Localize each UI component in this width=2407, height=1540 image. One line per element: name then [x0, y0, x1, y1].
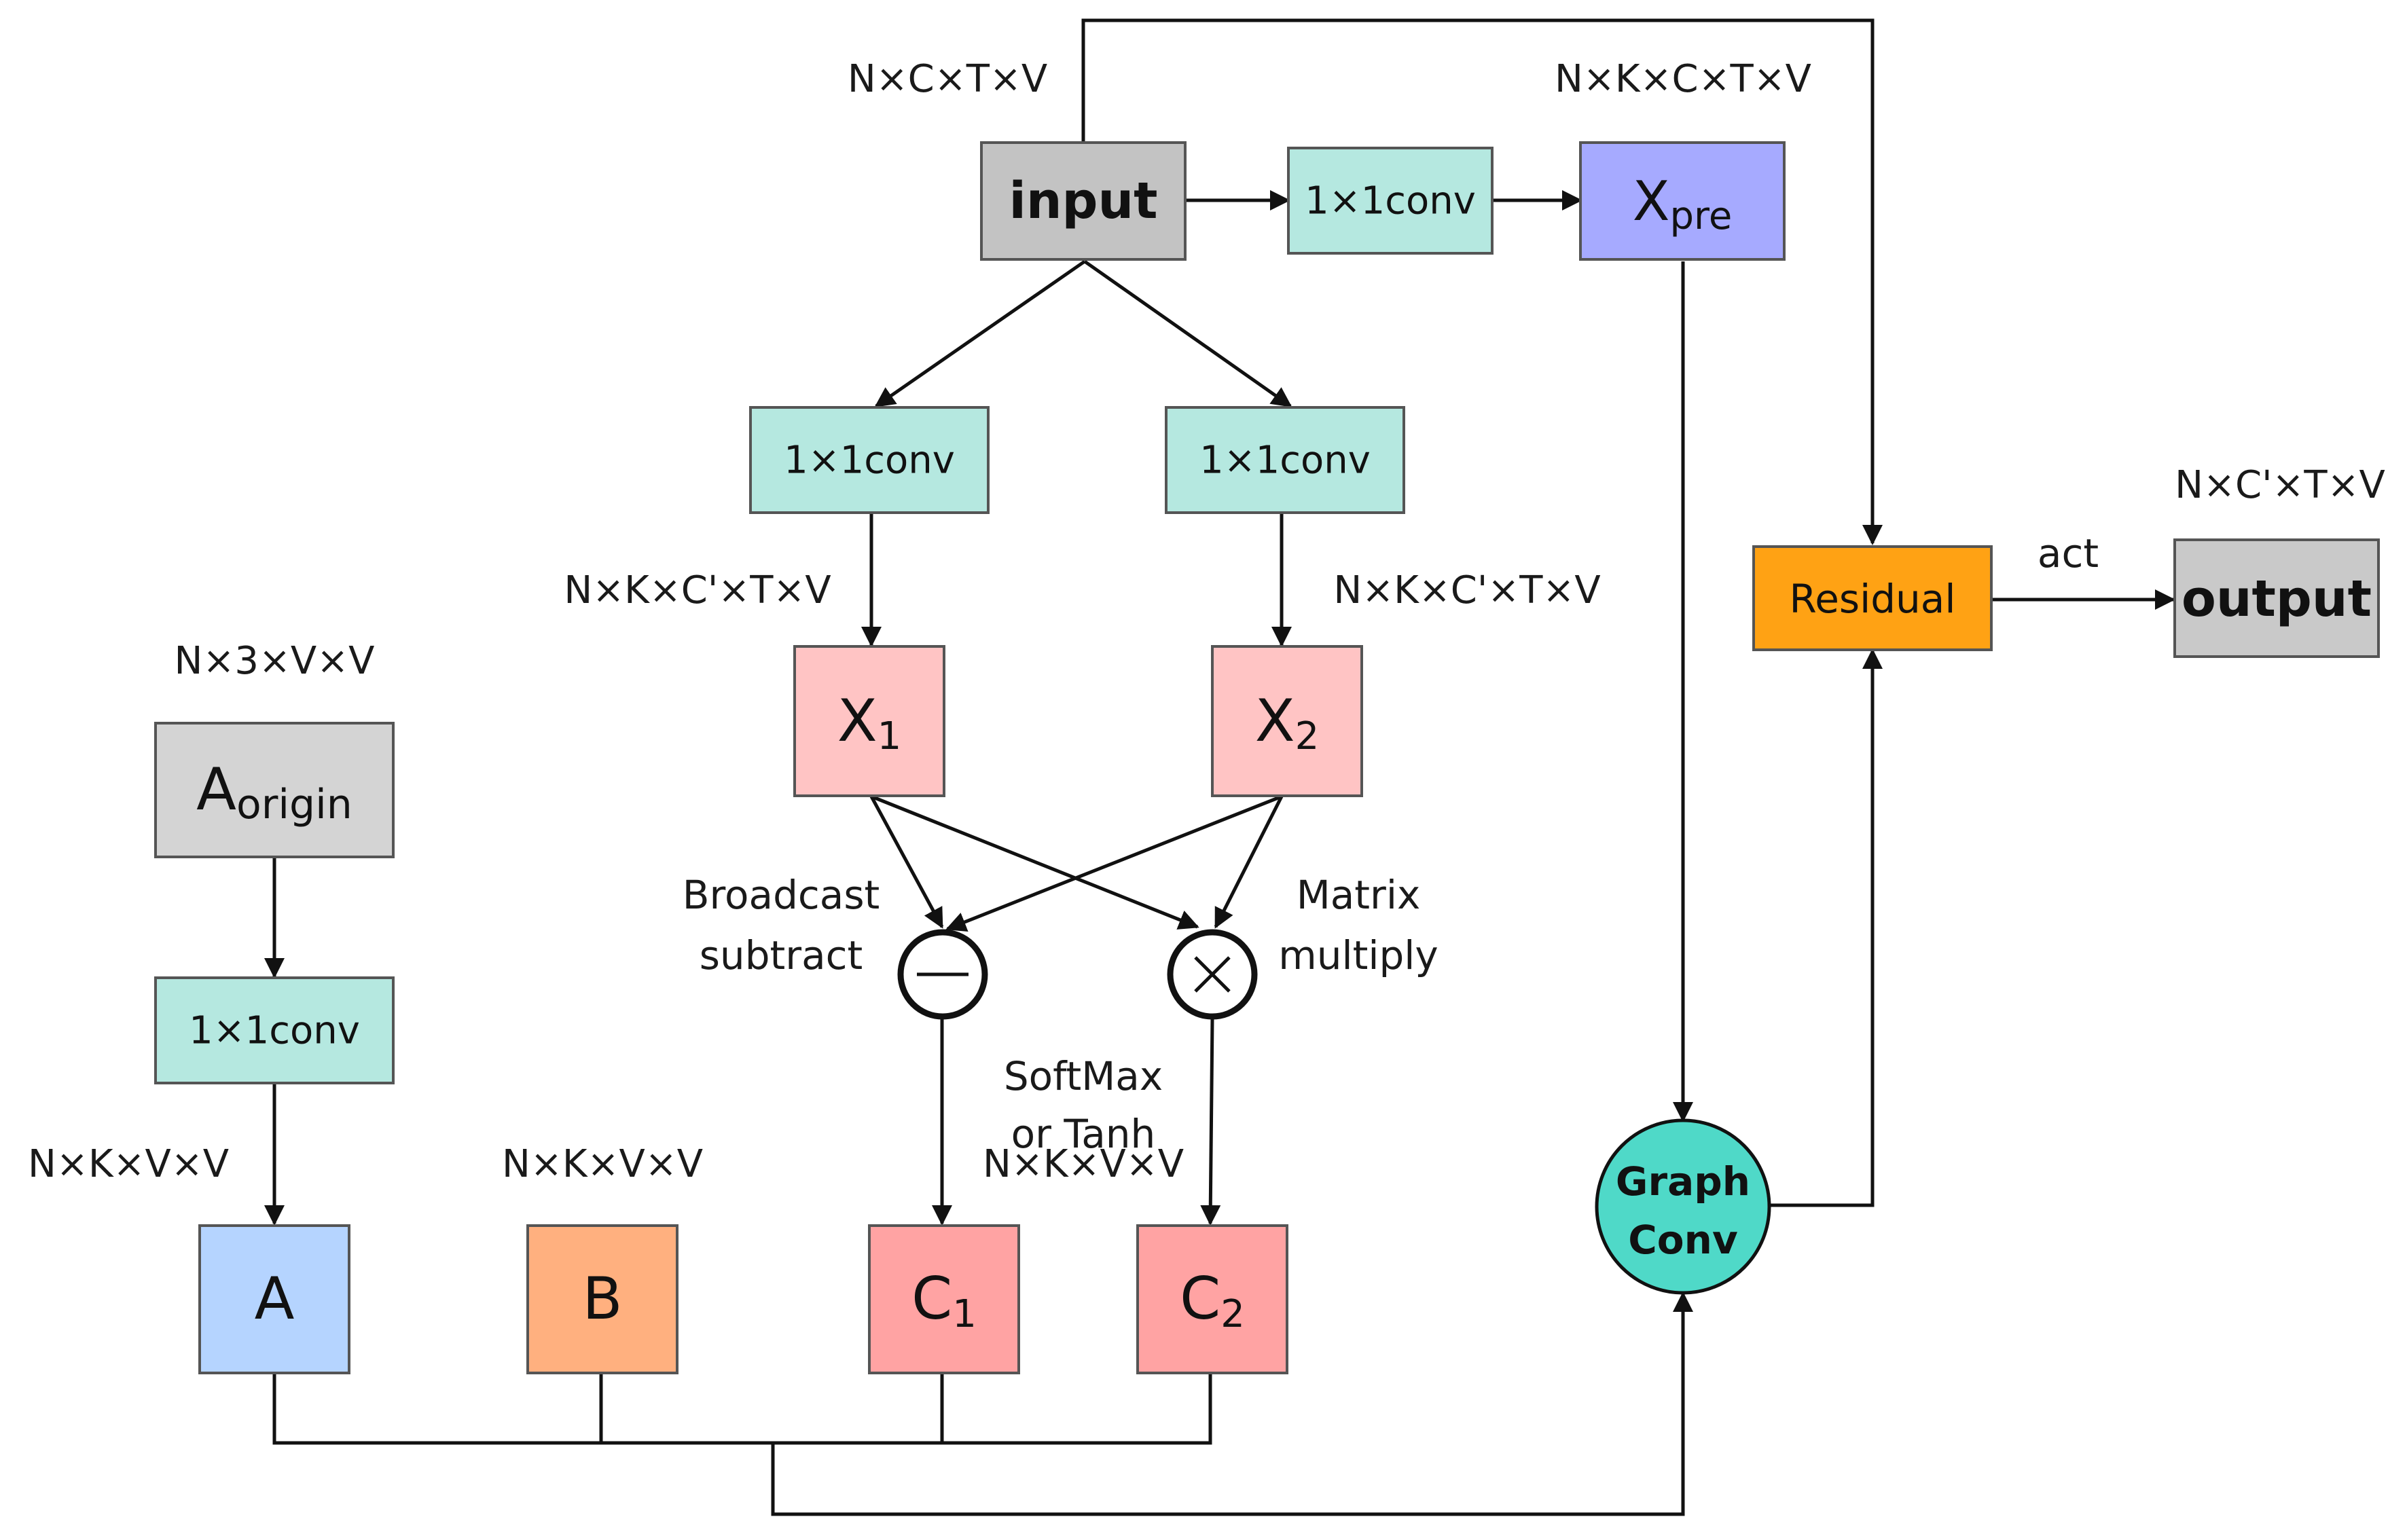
node-conv-left-box — [749, 406, 990, 514]
node-c2: C2 — [1136, 1224, 1288, 1374]
node-graph-conv-circle — [1595, 1118, 1771, 1295]
node-xpre-sub: pre — [1670, 194, 1733, 238]
edge-input-to-conv-left — [874, 259, 1086, 408]
node-conv-top: 1×1conv — [1287, 147, 1494, 255]
label-broadcast-line2: subtract — [700, 932, 863, 978]
node-x2-box — [1211, 645, 1363, 797]
node-c2-box — [1136, 1224, 1288, 1374]
node-c1-base: C — [911, 1265, 952, 1333]
node-conv-right-box — [1165, 406, 1405, 514]
node-residual: Residual — [1752, 545, 1993, 651]
node-residual-box — [1752, 545, 1993, 651]
node-conv-top-box — [1287, 147, 1494, 255]
node-graph-conv-line2: Conv — [1628, 1217, 1738, 1263]
label-act: act — [2038, 530, 2099, 576]
node-c1-sub: 1 — [952, 1292, 977, 1336]
node-x2-base: X — [1255, 687, 1295, 755]
node-conv-a: 1×1conv — [154, 976, 395, 1084]
edge-x1-to-minus — [869, 795, 944, 929]
edge-x2-to-times — [1214, 795, 1284, 929]
node-x1: X1 — [793, 645, 945, 797]
dim-output: N×C'×T×V — [2175, 463, 2385, 507]
node-input-box — [980, 141, 1187, 261]
label-broadcast-line1: Broadcast — [683, 872, 880, 918]
node-xpre-label: Xpre — [1633, 170, 1733, 238]
node-c1-label: C1 — [911, 1265, 977, 1336]
node-c1-box — [868, 1224, 1020, 1374]
node-output: output — [2173, 538, 2380, 658]
node-b: B — [526, 1224, 678, 1374]
node-x2-sub: 2 — [1295, 714, 1320, 758]
node-a-origin: Aorigin — [154, 722, 395, 858]
dim-input: N×C×T×V — [848, 57, 1047, 101]
node-xpre-box — [1579, 141, 1786, 261]
times-icon-stroke-2 — [1194, 956, 1231, 993]
edge-x1-to-times — [871, 794, 1199, 930]
dim-xpre: N×K×C×T×V — [1555, 57, 1811, 101]
node-x2-label: X2 — [1255, 687, 1320, 758]
times-operator — [1167, 929, 1258, 1020]
node-graph-conv-line1: Graph — [1616, 1158, 1750, 1205]
node-c2-base: C — [1180, 1265, 1220, 1333]
node-conv-right: 1×1conv — [1165, 406, 1405, 514]
dim-x2: N×K×C'×T×V — [1333, 568, 1600, 612]
node-input-label: input — [1009, 172, 1157, 230]
edge-times-to-c2 — [1200, 1018, 1221, 1226]
label-matrix-line2: multiply — [1278, 932, 1438, 978]
dim-a: N×K×V×V — [28, 1142, 229, 1186]
edge-input-to-conv-right — [1083, 259, 1292, 408]
edge-input-to-residual — [1081, 18, 1883, 545]
edges — [264, 18, 2175, 1516]
node-c1: C1 — [868, 1224, 1020, 1374]
label-matrix-line1: Matrix — [1297, 872, 1421, 918]
edge-graphconv-to-residual — [1769, 648, 1883, 1207]
node-a: A — [198, 1224, 350, 1374]
node-b-label: B — [583, 1265, 623, 1333]
node-a-origin-base: A — [196, 756, 236, 824]
node-conv-a-label: 1×1conv — [189, 1009, 360, 1053]
node-a-origin-label: Aorigin — [196, 756, 352, 828]
node-a-label: A — [255, 1265, 295, 1333]
dim-x1: N×K×C'×T×V — [564, 568, 831, 612]
node-conv-right-label: 1×1conv — [1199, 439, 1371, 483]
node-conv-top-label: 1×1conv — [1305, 179, 1476, 223]
node-input: input — [980, 141, 1187, 261]
node-b-box — [526, 1224, 678, 1374]
node-graph-conv: Graph Conv — [1595, 1118, 1771, 1295]
label-softmax-line2: or Tanh — [1011, 1111, 1156, 1157]
edge-bus — [272, 1294, 1683, 1516]
node-a-origin-box — [154, 722, 395, 858]
node-a-origin-sub: origin — [236, 781, 352, 828]
node-x2: X2 — [1211, 645, 1363, 797]
node-x1-box — [793, 645, 945, 797]
node-c2-label: C2 — [1180, 1265, 1245, 1336]
node-conv-left-label: 1×1conv — [784, 439, 955, 483]
node-xpre: Xpre — [1579, 141, 1786, 261]
node-xpre-base: X — [1633, 170, 1670, 233]
node-conv-a-box — [154, 976, 395, 1084]
dim-c: N×K×V×V — [983, 1142, 1184, 1186]
node-output-box — [2173, 538, 2380, 658]
node-c2-sub: 2 — [1220, 1292, 1245, 1336]
node-conv-left: 1×1conv — [749, 406, 990, 514]
dim-b: N×K×V×V — [502, 1142, 703, 1186]
edge-x2-to-minus — [945, 794, 1282, 932]
node-x1-base: X — [837, 687, 877, 755]
node-residual-label: Residual — [1790, 576, 1956, 622]
node-x1-sub: 1 — [877, 714, 902, 758]
node-x1-label: X1 — [837, 687, 902, 758]
node-output-label: output — [2182, 570, 2372, 628]
node-a-box — [198, 1224, 350, 1374]
dim-a-origin: N×3×V×V — [175, 639, 375, 683]
minus-operator — [897, 929, 988, 1020]
label-softmax-line1: SoftMax — [1004, 1053, 1163, 1099]
